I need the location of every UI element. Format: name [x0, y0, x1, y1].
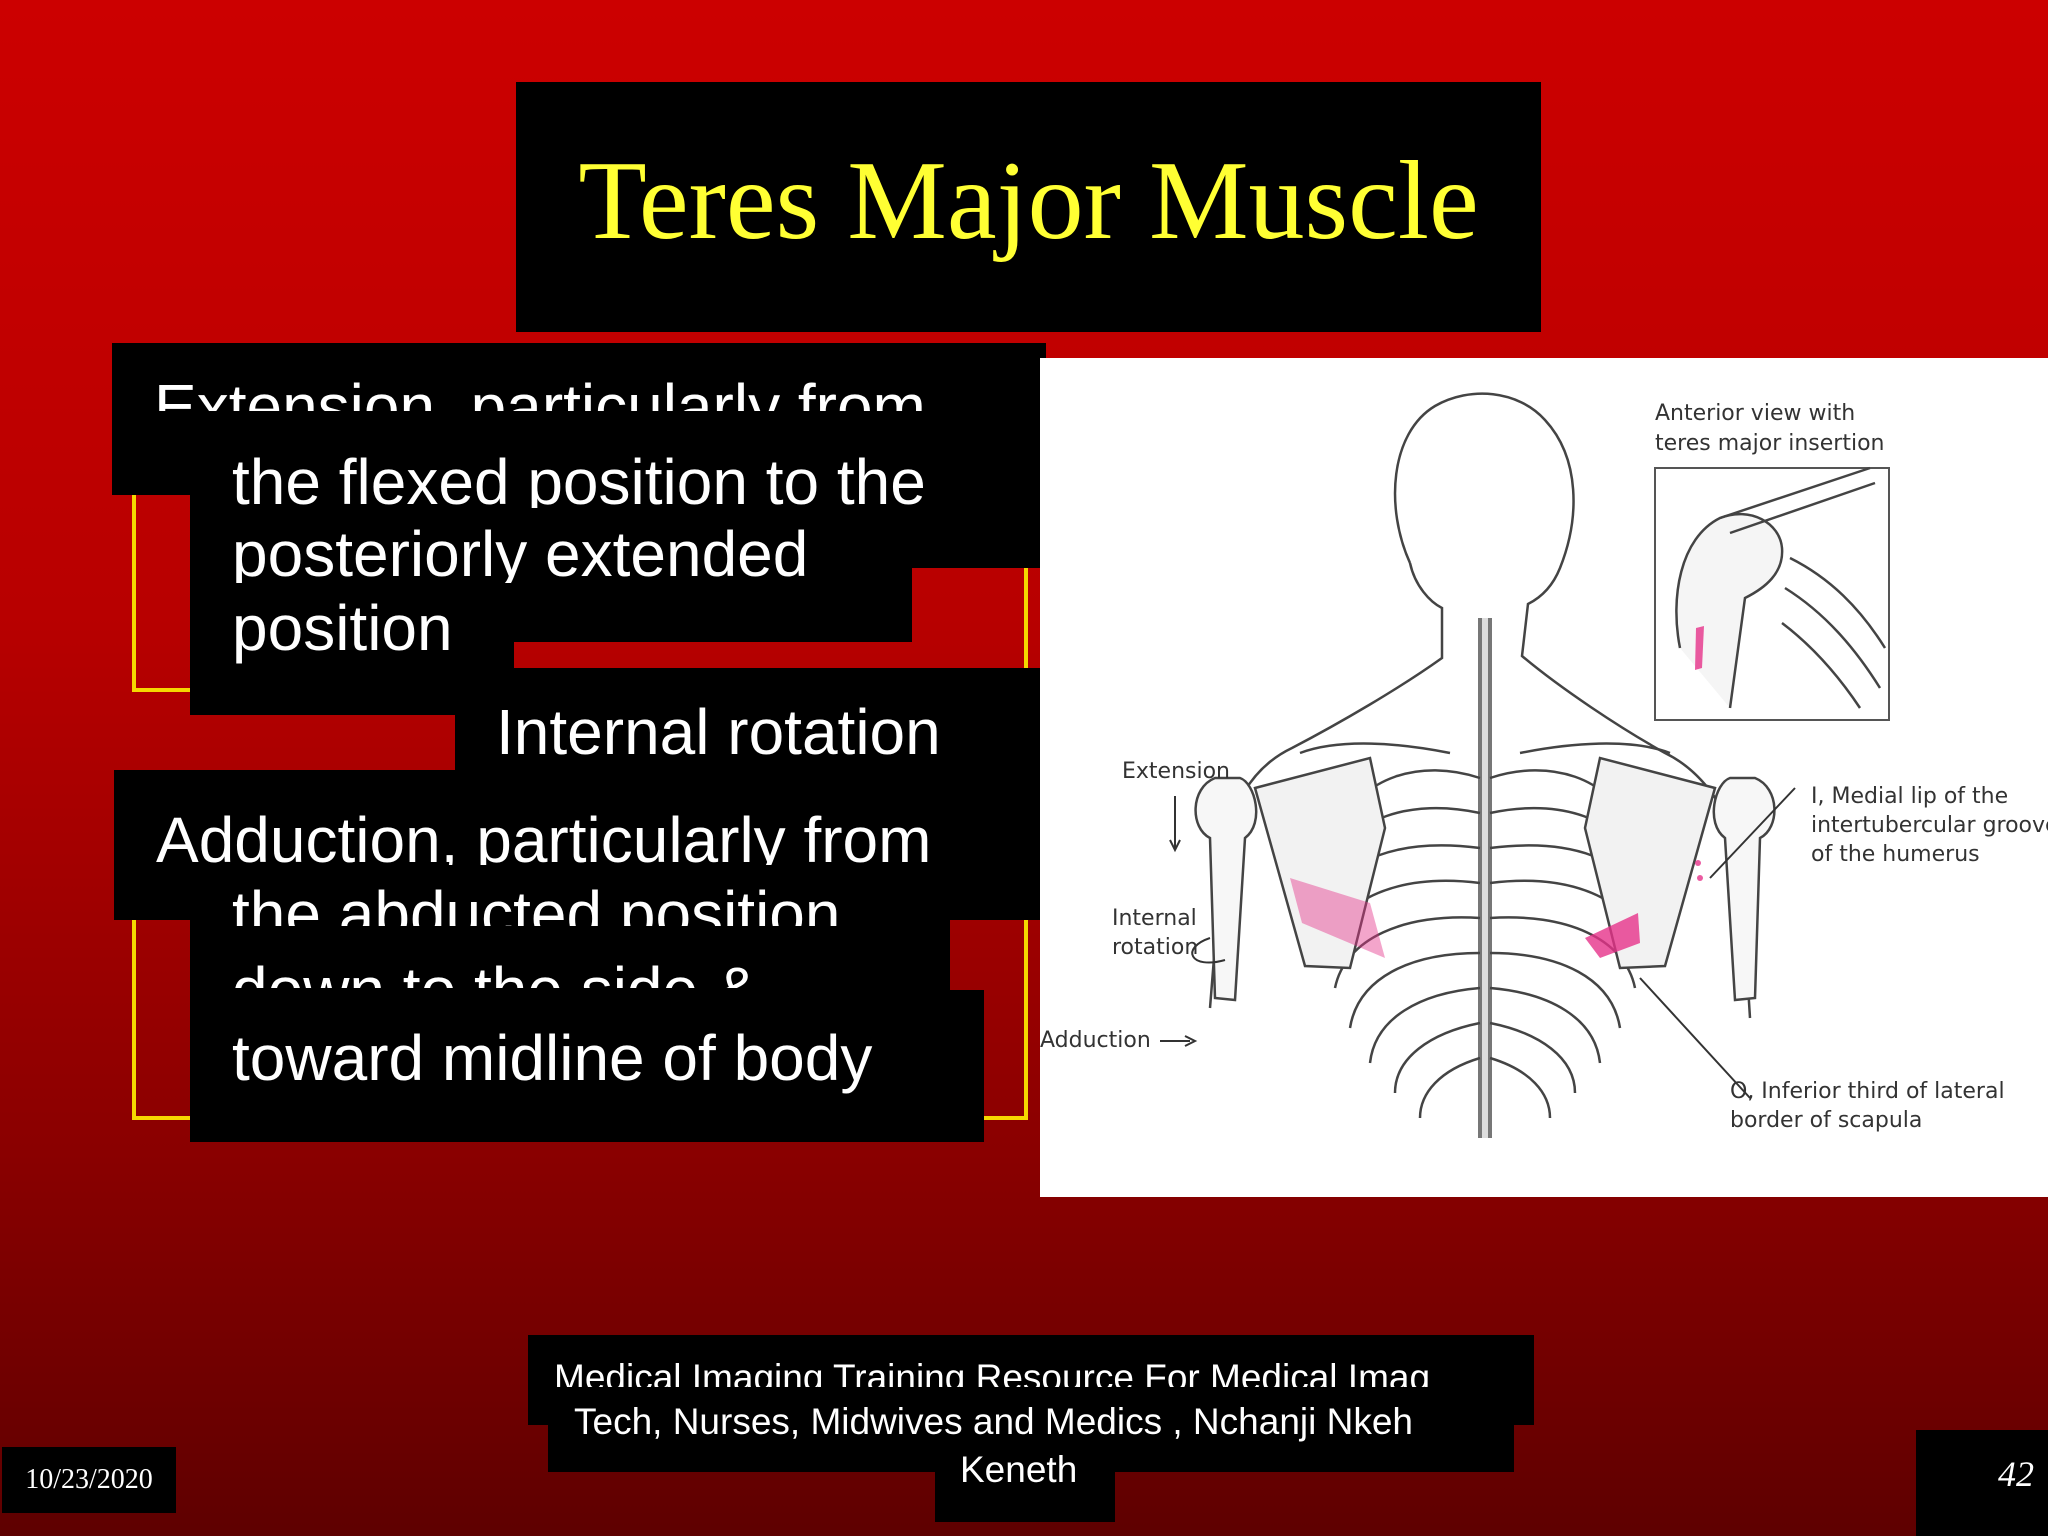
anatomy-drawing: Anterior view with teres major insertion…: [1040, 392, 2048, 1138]
adduction-block-4: [190, 990, 984, 1142]
label-adduction: Adduction: [1040, 1028, 1151, 1053]
extension-line3: posteriorly extended: [232, 518, 809, 590]
adduction-line1-clip: Adduction, particularly from: [114, 770, 1048, 865]
title-box: Teres Major Muscle: [516, 82, 1541, 332]
footer-line1-clip: Medical Imaging Training Resource For Me…: [528, 1335, 1534, 1387]
figure-labels: Anterior view with teres major insertion…: [1040, 401, 2048, 1133]
extension-line4: position: [232, 592, 453, 664]
adduction-line4: toward midline of body: [232, 1022, 873, 1094]
adduction-block-3: [190, 926, 950, 998]
rotation-arc: [1191, 937, 1226, 964]
scapula-left: [1253, 756, 1387, 970]
extension-line1-clip: Extension, particularly from: [112, 343, 1046, 411]
footer-line1: Medical Imaging Training Resource For Me…: [554, 1357, 1431, 1387]
slide-date: 10/23/2020: [2, 1447, 176, 1513]
label-origin-line1: O, Inferior third of lateral: [1730, 1079, 2005, 1104]
teres-major-muscle: [1290, 626, 1704, 958]
adduction-line3: down to the side &: [232, 958, 759, 988]
humerus-right: [1712, 776, 1776, 1002]
adduction-line3-clip: down to the side &: [190, 926, 950, 988]
label-internal-line2: rotation: [1112, 935, 1198, 960]
slide-title: Teres Major Muscle: [578, 139, 1479, 263]
adduction-line2: the abducted position: [232, 878, 841, 926]
extension-line2-clip: the flexed position to the: [190, 418, 1040, 508]
adduction-line2-clip: the abducted position: [190, 868, 950, 926]
footer-line3: Keneth: [960, 1449, 1078, 1490]
footer-block-3: [935, 1447, 1115, 1522]
inset-caption-line1: Anterior view with: [1655, 401, 1855, 426]
adduction-line1: Adduction, particularly from: [156, 804, 932, 865]
label-origin-line2: border of scapula: [1730, 1108, 1922, 1133]
label-internal-line1: Internal: [1112, 906, 1197, 931]
label-insertion-line2: intertubercular groove: [1811, 813, 2048, 838]
footer-line2: Tech, Nurses, Midwives and Medics , Ncha…: [574, 1401, 1413, 1442]
label-insertion-line1: I, Medial lip of the: [1811, 784, 2008, 809]
label-extension: Extension: [1122, 759, 1230, 784]
teres-major-illustration: Anterior view with teres major insertion…: [1040, 358, 2048, 1197]
page-number-box: 42: [1916, 1430, 2048, 1536]
inset-humerus: [1675, 512, 1784, 709]
inset-caption-line2: teres major insertion: [1655, 431, 1884, 456]
internal-rotation-text: Internal rotation: [496, 696, 941, 768]
humerus-left: [1194, 776, 1258, 1002]
extension-line2: the flexed position to the: [232, 446, 926, 508]
extension-line3-clip: posteriorly extended: [190, 510, 912, 596]
extension-line1: Extension, particularly from: [154, 371, 926, 411]
internal-rotation-block: [455, 668, 1040, 778]
scapula-right: [1583, 756, 1717, 970]
page-number: 42: [1998, 1454, 2034, 1494]
label-insertion-line3: of the humerus: [1811, 842, 1980, 867]
